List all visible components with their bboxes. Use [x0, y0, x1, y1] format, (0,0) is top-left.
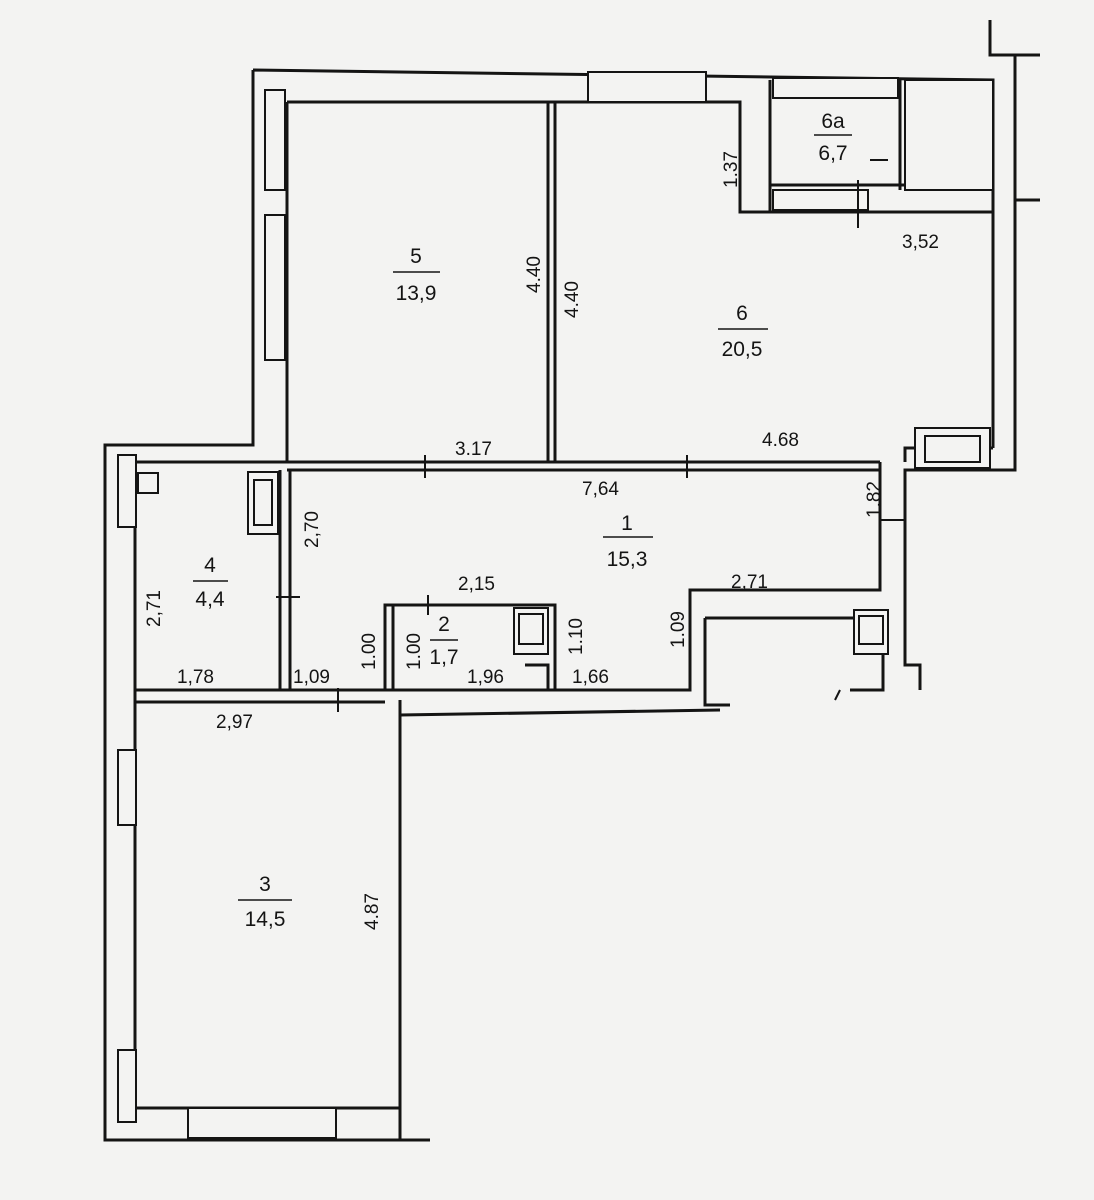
room-4-area: 4,4: [195, 588, 225, 611]
room-6-number: 6: [736, 302, 748, 325]
room-6a-area: 6,7: [818, 142, 847, 165]
dim-2-71-right: 2,71: [731, 572, 768, 593]
room-label-bars: [193, 134, 852, 901]
window-room3-left-upper: [117, 749, 137, 826]
window-room5-left-lower: [264, 214, 286, 361]
dim-1-78: 1,78: [177, 667, 214, 688]
dim-3-52: 3,52: [902, 232, 939, 253]
room-3-area: 14,5: [245, 908, 286, 931]
window-room5-left-upper: [264, 89, 286, 191]
dim-1-10: 1.10: [566, 618, 587, 655]
dim-1-37: 1.37: [721, 151, 742, 188]
window-room6a-bottom: [772, 189, 869, 211]
dim-7-64: 7,64: [582, 479, 619, 500]
interior-partitions: [278, 80, 990, 690]
dim-2-70: 2,70: [302, 511, 323, 548]
window-room6a-top: [772, 77, 899, 99]
dim-4-87: 4.87: [362, 893, 383, 930]
shaft-room4-inner: [253, 479, 273, 526]
window-room4-left: [117, 454, 137, 528]
window-room5-top: [587, 71, 707, 103]
room-6a-number: 6а: [821, 110, 845, 133]
room-4-number: 4: [204, 554, 216, 577]
fixtures: [137, 427, 991, 655]
dim-1-09: 1,09: [293, 667, 330, 688]
dim-1-96: 1,96: [467, 667, 504, 688]
dim-4-68: 4.68: [762, 430, 799, 451]
dim-1-00-outer: 1.00: [359, 633, 380, 670]
dim-4-40-right: 4.40: [562, 281, 583, 318]
window-room3-bottom: [187, 1107, 337, 1139]
room-6-area: 20,5: [722, 338, 763, 361]
dim-3-17: 3.17: [455, 439, 492, 460]
dim-1-66: 1,66: [572, 667, 609, 688]
window-room3-left-lower: [117, 1049, 137, 1123]
windows: [117, 71, 994, 1139]
dim-2-97: 2,97: [216, 712, 253, 733]
dim-1-82: 1.82: [864, 481, 885, 518]
dim-2-15: 2,15: [458, 574, 495, 595]
balcony-recess: [904, 79, 994, 191]
room-2-area: 1,7: [429, 646, 458, 669]
room-labels: 5 13,9 6 20,5 6а 6,7 1 15,3 4 4,4 2 1,7 …: [195, 110, 847, 931]
room-1-number: 1: [621, 512, 633, 535]
dim-4-40-left: 4.40: [524, 256, 545, 293]
dim-1-00-inner: 1.00: [404, 633, 425, 670]
dimension-labels: 1.37 3,52 4.40 4.40 3.17 4.68 7,64 1.82 …: [144, 151, 939, 930]
dim-1-09-right: 1.09: [668, 611, 689, 648]
shaft-room2-inner: [518, 613, 544, 645]
shaft-room6-inner: [924, 435, 981, 463]
room-3-number: 3: [259, 873, 271, 896]
room-5-number: 5: [410, 245, 422, 268]
room-1-area: 15,3: [607, 548, 648, 571]
column-room4: [137, 472, 159, 494]
shaft-right-inner: [858, 615, 884, 645]
room-2-number: 2: [438, 613, 450, 636]
room-5-area: 13,9: [396, 282, 437, 305]
dim-2-71-left: 2,71: [144, 590, 165, 627]
dimension-ticks: [276, 159, 906, 712]
